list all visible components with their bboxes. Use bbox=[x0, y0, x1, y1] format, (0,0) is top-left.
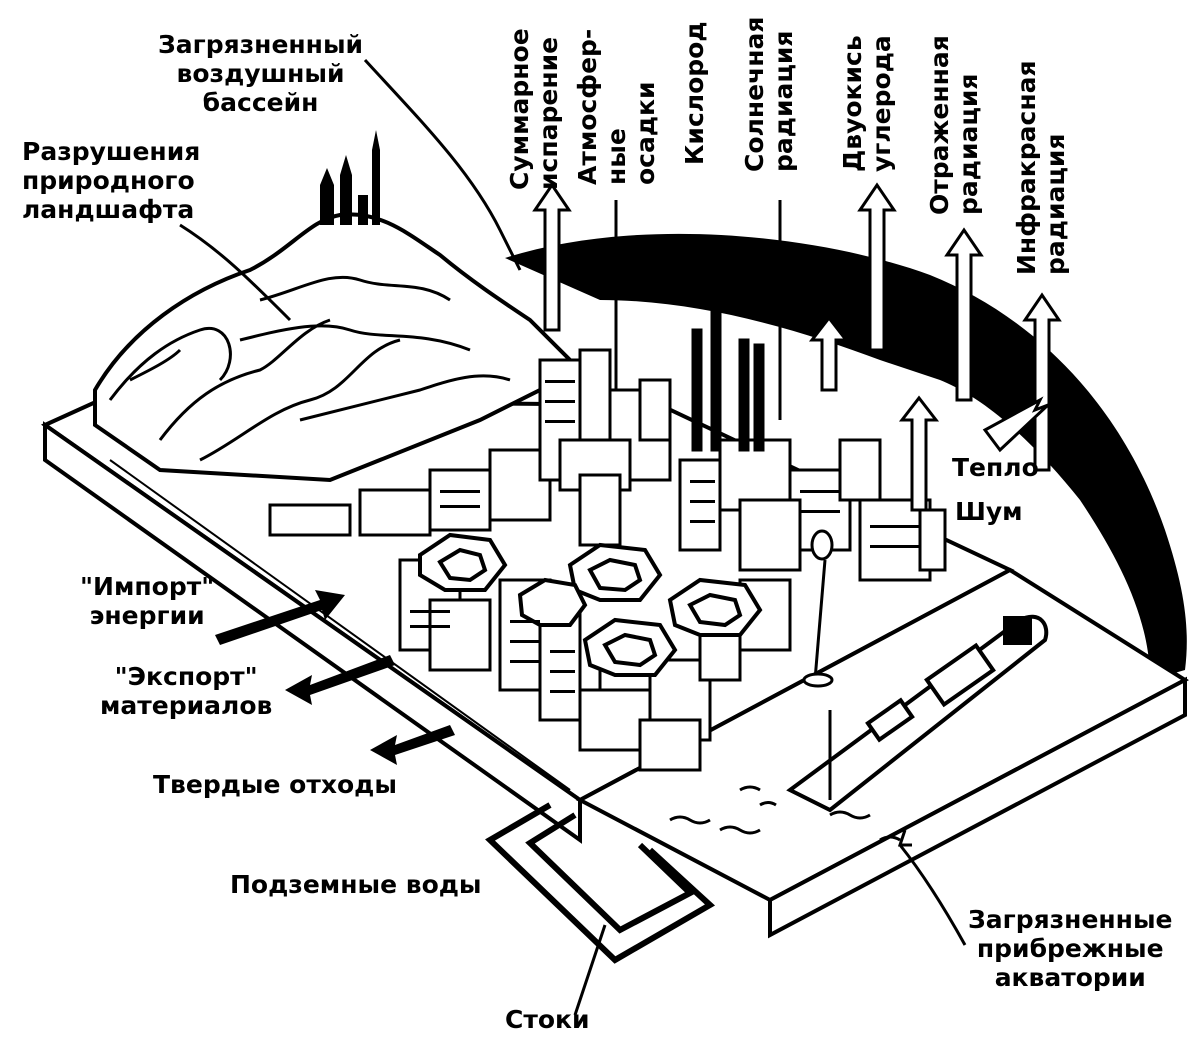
sewage-pipe bbox=[485, 802, 716, 964]
castle-on-hill bbox=[320, 130, 380, 225]
label-infrared-radiation: Инфракрасная радиация bbox=[1012, 60, 1070, 275]
label-reflected-radiation: Отраженная радиация bbox=[925, 35, 983, 215]
ring-buildings bbox=[418, 532, 763, 677]
polluted-air-dome bbox=[505, 233, 1187, 680]
label-solid-waste: Твердые отходы bbox=[153, 770, 397, 799]
flow-arrows bbox=[215, 590, 455, 765]
label-heat: Тепло bbox=[952, 453, 1039, 482]
label-groundwater: Подземные воды bbox=[230, 870, 482, 899]
mountain-texture bbox=[108, 275, 511, 462]
leader-lines bbox=[179, 58, 967, 1016]
incoming-lines bbox=[614, 200, 782, 420]
ship bbox=[786, 614, 1049, 813]
oxygen-arrow bbox=[808, 315, 850, 392]
label-carbon-dioxide: Двуокись углерода bbox=[838, 35, 896, 172]
label-evaporation: Суммарное испарение bbox=[505, 28, 563, 190]
port-tower bbox=[802, 529, 834, 688]
label-energy-import: "Импорт" энергии bbox=[80, 572, 215, 630]
water-ripples bbox=[669, 785, 901, 842]
label-landscape-destruction: Разрушения природного ландшафта bbox=[22, 137, 201, 224]
reflected-arrow bbox=[944, 227, 984, 402]
label-sewage: Стоки bbox=[505, 1005, 590, 1034]
noise-arrow bbox=[898, 395, 940, 512]
infrared-arrow bbox=[1022, 292, 1062, 472]
building-windows bbox=[410, 380, 920, 693]
evaporation-arrow bbox=[532, 182, 572, 332]
label-oxygen: Кислород bbox=[680, 21, 709, 165]
sea-platform-side bbox=[768, 676, 1187, 939]
materials-export-arrow bbox=[285, 655, 395, 705]
heat-arrow bbox=[982, 396, 1050, 453]
label-polluted-coastal-waters: Загрязненные прибрежные акватории bbox=[968, 905, 1173, 992]
label-solar-radiation: Солнечная радиация bbox=[740, 16, 798, 172]
solid-waste-arrow bbox=[370, 725, 455, 765]
upward-arrows bbox=[532, 182, 1062, 512]
smokestacks bbox=[691, 308, 765, 452]
label-materials-export: "Экспорт" материалов bbox=[100, 662, 273, 720]
label-polluted-air: Загрязненный воздушный бассейн bbox=[158, 30, 364, 117]
co2-arrow bbox=[857, 182, 897, 352]
energy-import-arrow bbox=[215, 590, 345, 645]
label-noise: Шум bbox=[955, 497, 1023, 526]
label-precipitation: Атмосфер- ные осадки bbox=[573, 28, 660, 185]
